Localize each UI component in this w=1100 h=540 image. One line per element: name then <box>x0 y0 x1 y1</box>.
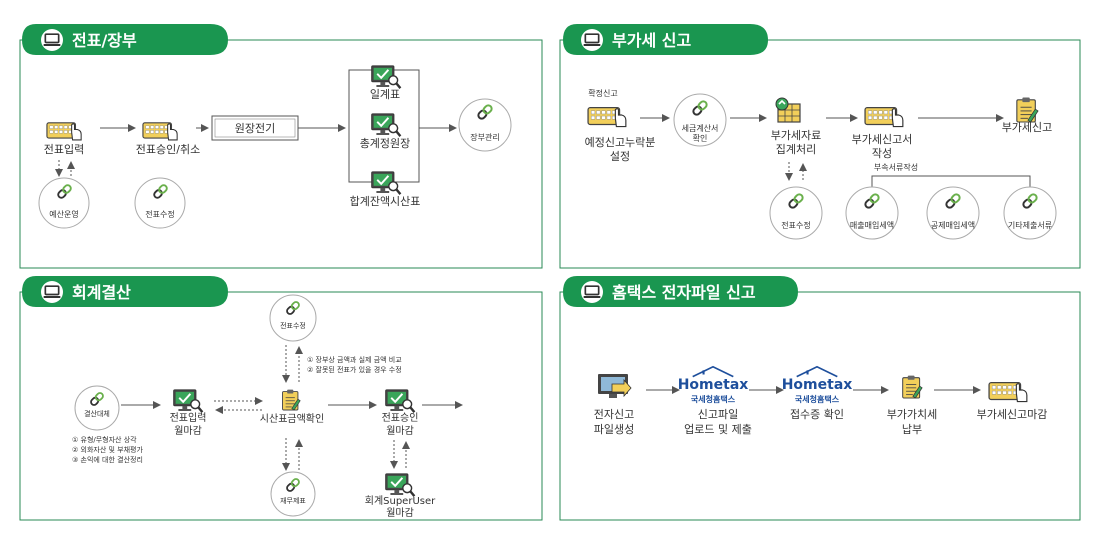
monitor-stand <box>609 394 617 398</box>
node-pay-2: 납부 <box>902 423 922 436</box>
node-superuser-1: 회계SuperUser <box>365 495 436 507</box>
node-budget: 예산운영 <box>49 209 78 219</box>
panel-voucher-header-tab <box>22 24 228 55</box>
node-superuser-2: 월마감 <box>386 507 414 519</box>
node-closing-entry-circle <box>74 385 120 431</box>
hometax-logo-sub: 국세청홈택스 <box>795 394 840 404</box>
panel-voucher: 전표/장부 전표입력 전표승인/취소 원장전기 일계표 총계정원장 합계잔액시산… <box>19 24 543 269</box>
node-posting-box <box>211 115 299 141</box>
panel-vat-header-tab <box>563 24 768 55</box>
node-pay-1: 부가가치세 <box>887 408 938 421</box>
node-voucher-approval: 전표승인/취소 <box>136 143 200 156</box>
node-closing-entry: 결산대체 <box>84 409 110 418</box>
laptop-icon-bg <box>581 29 603 51</box>
node-ledger-mgmt: 장부관리 <box>470 132 499 142</box>
node-closing-voucher-edit: 전표수정 <box>280 321 306 330</box>
node-deduct-detail-circle <box>926 186 980 240</box>
laptop-icon-bg <box>41 29 63 51</box>
node-posting: 원장전기 <box>235 122 275 135</box>
panel-hometax-frame <box>559 291 1081 521</box>
panel-vat-frame <box>559 39 1081 269</box>
panel-voucher-title: 전표/장부 <box>72 31 137 50</box>
clipboard-icon <box>282 389 301 411</box>
node-upload-2: 업로드 및 제출 <box>684 423 752 436</box>
note-fix: ② 잘못된 전표가 있을 경우 수정 <box>307 365 402 374</box>
node-aggregate-1: 부가세자료 <box>771 129 822 142</box>
node-file-create-1: 전자신고 <box>594 408 634 421</box>
node-posting-inner <box>214 118 296 138</box>
node-voucher-entry: 전표입력 <box>44 143 84 156</box>
panel-closing: 회계결산 전표수정 ① 장부상 금액과 실제 금액 비교 ② 잘못된 전표가 있… <box>19 276 543 521</box>
node-report-form-2: 작성 <box>872 147 892 160</box>
node-vat-voucher-edit-circle <box>769 186 823 240</box>
node-closing-voucher-edit-circle <box>269 294 317 342</box>
node-tax-invoice-circle <box>673 93 727 147</box>
node-budget-circle <box>38 177 90 229</box>
panel-closing-header-tab <box>22 276 228 307</box>
panel-hometax-header-tab <box>563 276 798 307</box>
node-tax-invoice-1: 세금계산서 <box>682 123 719 133</box>
laptop-icon-bg <box>581 281 603 303</box>
panel-voucher-frame <box>19 39 543 269</box>
laptop-icon-bg <box>41 281 63 303</box>
node-financial: 재무제표 <box>280 497 306 505</box>
node-upload-1: 신고파일 <box>698 407 738 421</box>
keyboard-hand-icon <box>864 107 904 128</box>
label-confirm: 확정신고 <box>588 88 617 98</box>
note-compare: ① 장부상 금액과 실제 금액 비교 <box>307 355 402 364</box>
node-sales-detail: 매출매입세액 <box>850 220 894 230</box>
node-trial-balance: 합계잔액시산표 <box>350 195 421 208</box>
upload-arrow-icon <box>611 378 632 398</box>
panel-hometax-title: 홈택스 전자파일 신고 <box>612 283 756 302</box>
label-attachments: 부속서류작성 <box>874 162 918 172</box>
clipboard-icon <box>902 375 923 399</box>
node-financial-circle <box>270 471 316 517</box>
node-omission-2: 설정 <box>610 150 630 163</box>
panel-vat: 부가세 신고 확정신고 예정신고누락분 설정 세금계산서 확인 부가세자료 집계… <box>559 24 1081 269</box>
node-ledger-mgmt-circle <box>458 98 512 152</box>
node-closing-voucher-entry-1: 전표입력 <box>170 411 207 424</box>
closing-list-2: ② 외화자산 및 부채평가 <box>72 445 143 454</box>
node-other-docs-circle <box>1003 186 1057 240</box>
node-deduct-detail: 공제매입세액 <box>931 220 975 230</box>
node-closing-approval-1: 전표승인 <box>382 412 419 424</box>
node-tb-check: 시산표금액확인 <box>260 413 324 425</box>
hometax-logo-text: Hometax <box>782 377 853 393</box>
panel-vat-title: 부가세 신고 <box>612 31 691 50</box>
node-tax-invoice-2: 확인 <box>693 133 708 143</box>
node-voucher-edit: 전표수정 <box>145 209 174 219</box>
node-closing-voucher-entry-2: 월마감 <box>174 425 202 437</box>
node-closing-approval-2: 월마감 <box>386 425 414 437</box>
panel-closing-title: 회계결산 <box>72 283 131 302</box>
hometax-logo-text: Hometax <box>678 377 749 393</box>
keyboard-hand-icon <box>988 382 1028 403</box>
node-omission-1: 예정신고누락분 <box>585 136 656 149</box>
panel-hometax: 홈택스 전자파일 신고 전자신고 파일생성 Hometax 국세청홈택스 신고파… <box>559 276 1081 521</box>
clipboard-icon <box>1016 96 1039 123</box>
node-voucher-edit-circle <box>134 177 186 229</box>
node-sales-detail-circle <box>845 186 899 240</box>
node-aggregate-2: 집계처리 <box>776 143 816 156</box>
node-vat-close: 부가세신고마감 <box>977 408 1048 421</box>
node-other-docs: 기타제출서류 <box>1008 220 1052 230</box>
node-daily-report: 일계표 <box>370 87 400 101</box>
bracket-attachments <box>871 175 1031 188</box>
hometax-logo-sub: 국세청홈택스 <box>691 394 736 404</box>
keyboard-hand-icon <box>587 107 627 128</box>
node-receipt: 접수증 확인 <box>790 408 844 421</box>
node-file-create-2: 파일생성 <box>594 422 634 436</box>
node-general-ledger: 총계정원장 <box>360 137 411 150</box>
node-vat-report: 부가세신고 <box>1002 121 1053 134</box>
keyboard-hand-icon <box>142 122 178 141</box>
node-report-form-1: 부가세신고서 <box>852 133 913 146</box>
node-vat-voucher-edit: 전표수정 <box>781 220 810 230</box>
closing-list-3: ③ 손익에 대한 결산정리 <box>72 455 143 464</box>
closing-list-1: ① 유형/무형자산 상각 <box>72 435 137 444</box>
